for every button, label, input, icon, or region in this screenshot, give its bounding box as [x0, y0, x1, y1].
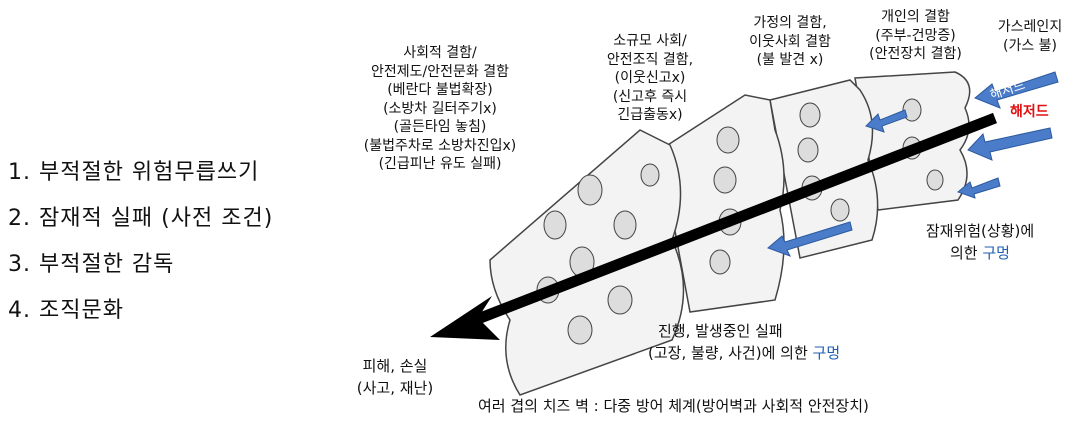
- label-line: (사고, 재난): [356, 379, 434, 397]
- label-line: 가정의 결함,: [753, 15, 827, 31]
- latent-hole-label: 잠재위험(상황)에 의한 구멍: [900, 220, 1060, 264]
- label-line: (가스 불): [1002, 37, 1057, 54]
- label-line: (긴급피난 유도 실패): [378, 156, 502, 172]
- list-item: 4. 조직문화: [8, 298, 124, 323]
- hazard-label: 해저드: [1010, 103, 1049, 122]
- label-line: (불법주차로 소방차진입x): [363, 137, 517, 154]
- label-line: (안전장치 결함): [869, 46, 962, 62]
- label-line: 가스레인지: [997, 19, 1063, 35]
- label-line: 안전제도/안전문화 결함: [371, 63, 509, 80]
- hazard-arrows: [767, 71, 1059, 257]
- label-line: (베란다 불법확장): [387, 82, 493, 98]
- hole-highlight: 구멍: [982, 244, 1010, 262]
- label-text: (고장, 불량, 사건)에 의한: [648, 344, 813, 362]
- loss-label: 피해, 손실 (사고, 재난): [335, 355, 455, 399]
- label-line: 잠재위험(상황)에: [925, 222, 1035, 240]
- label-line: (주부-건망증): [875, 27, 956, 44]
- hazard-text: 해저드: [1010, 104, 1049, 120]
- social-defect-label: 사회적 결함/ 안전제도/안전문화 결함 (베란다 불법확장) (소방차 길터주…: [345, 44, 535, 174]
- household-defect-label: 가정의 결함, 이웃사회 결함 (불 발견 x): [735, 14, 845, 70]
- list-item: 3. 부적절한 감독: [8, 252, 175, 277]
- label-line: 피해, 손실: [362, 357, 428, 375]
- gas-range-label: 가스레인지 (가스 불): [985, 18, 1075, 55]
- label-line: 개인의 결함: [881, 9, 950, 25]
- cheese-slice-social: [489, 129, 685, 396]
- label-line: (골든타임 놓침): [393, 119, 487, 135]
- active-hole-label: 진행, 발생중인 실패 (고장, 불량, 사건)에 의한 구멍: [648, 320, 928, 364]
- label-line: (불 발견 x): [756, 52, 824, 68]
- bottom-caption: 여러 겹의 치즈 벽 : 다중 방어 체계(방어벽과 사회적 안전장치): [478, 397, 869, 415]
- label-line: 진행, 발생중인 실패: [658, 322, 783, 340]
- list-item: 2. 잠재적 실패 (사전 조건): [8, 206, 274, 231]
- label-line: (소방차 길터주기x): [383, 100, 497, 117]
- failure-type-list: 1. 부적절한 위험무릅쓰기 2. 잠재적 실패 (사전 조건) 3. 부적절한…: [8, 150, 273, 334]
- label-line: 이웃사회 결함: [749, 33, 831, 50]
- accident-trajectory-arrow: [430, 112, 997, 340]
- small-society-defect-label: 소규모 사회/ 안전조직 결함, (이웃신고x) (신고후 즉시 긴급출동x): [585, 32, 715, 125]
- label-line: (이웃신고x): [614, 70, 686, 86]
- individual-defect-label: 개인의 결함 (주부-건망증) (안전장치 결함): [858, 8, 973, 64]
- label-line: (신고후 즉시: [612, 88, 688, 105]
- label-text: 의한: [950, 244, 983, 262]
- list-item: 1. 부적절한 위험무릅쓰기: [8, 160, 260, 185]
- label-line: 긴급출동x): [617, 107, 683, 123]
- cheese-slice-small-society: [659, 94, 785, 313]
- cheese-slice-household: [769, 79, 879, 259]
- label-line: 소규모 사회/: [613, 33, 687, 49]
- label-line: 사회적 결함/: [403, 45, 477, 61]
- label-line: 안전조직 결함,: [606, 51, 694, 68]
- hole-highlight: 구멍: [812, 344, 841, 362]
